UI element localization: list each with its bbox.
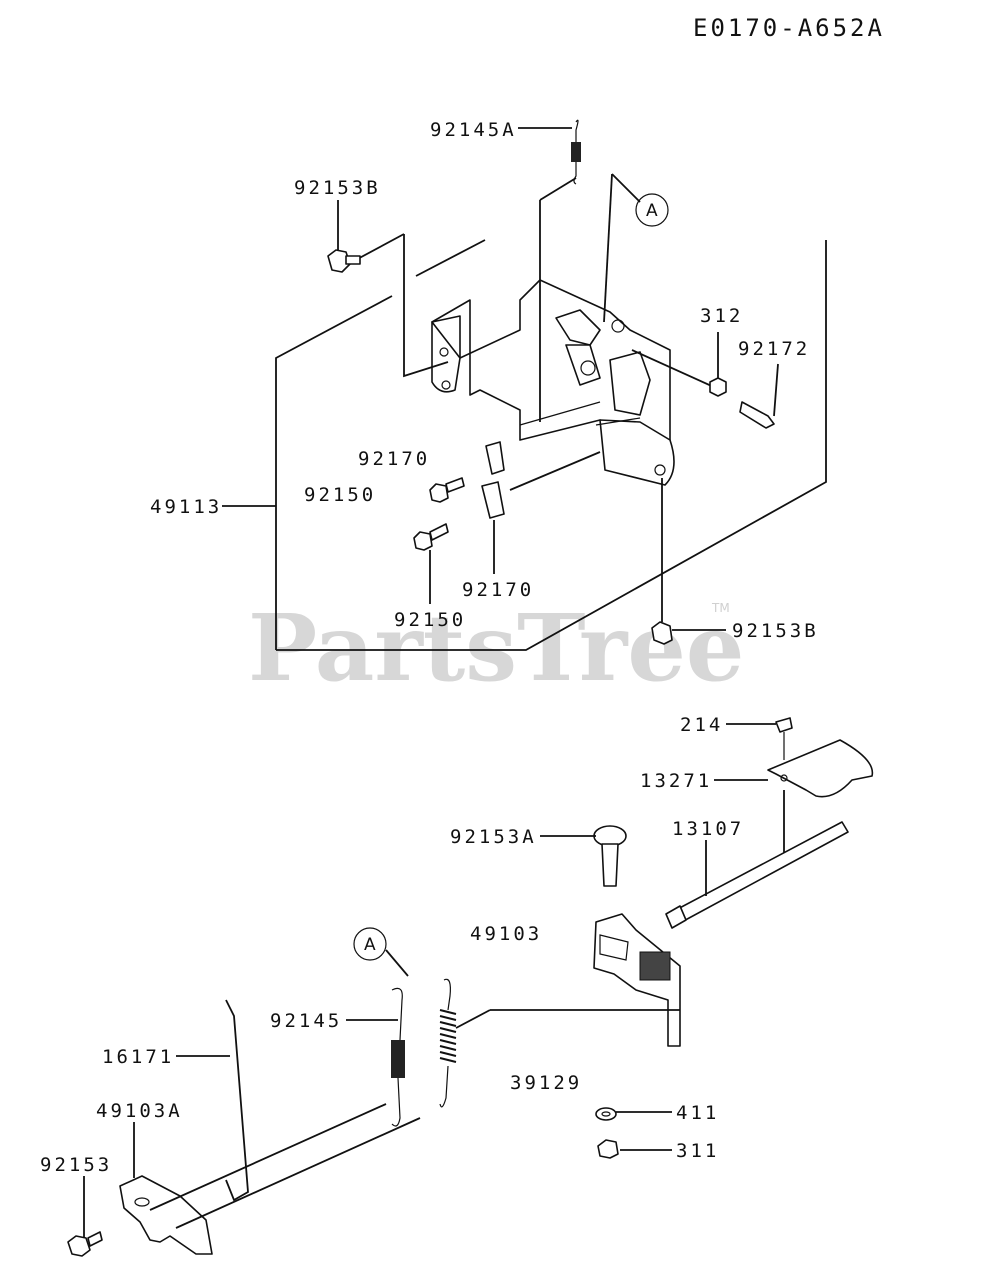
clip-92170-b[interactable] — [481, 481, 505, 519]
label-49113[interactable]: 49113 — [150, 496, 222, 518]
watermark-tm: TM — [711, 601, 730, 615]
bolt-92153B-top[interactable] — [327, 249, 361, 273]
svg-text:A: A — [646, 201, 658, 221]
bolt-92172[interactable] — [739, 401, 775, 429]
bracket-49103A — [119, 1175, 213, 1255]
nut-312[interactable] — [709, 377, 727, 397]
callout-a-bottom — [353, 927, 387, 961]
rod-16171 — [225, 999, 249, 1202]
clip-92170-a[interactable] — [485, 441, 505, 475]
label-92170-b[interactable]: 92170 — [462, 579, 534, 601]
bolt-92153[interactable] — [67, 1231, 103, 1257]
spring-39129[interactable] — [439, 978, 457, 1108]
label-92153B-bottom[interactable]: 92153B — [732, 620, 819, 642]
callout-a-top — [635, 193, 669, 227]
label-39129[interactable]: 39129 — [510, 1072, 582, 1094]
bracket-49103 — [593, 913, 681, 1047]
watermark: PartsTree — [248, 594, 744, 702]
bolt-92150-b[interactable] — [413, 523, 449, 551]
screw-214[interactable] — [775, 717, 793, 760]
bolt-92153A[interactable] — [593, 825, 627, 887]
label-411[interactable]: 411 — [676, 1102, 719, 1124]
label-49103A[interactable]: 49103A — [96, 1100, 183, 1122]
label-49103[interactable]: 49103 — [470, 923, 542, 945]
label-311[interactable]: 311 — [676, 1140, 719, 1162]
label-214[interactable]: 214 — [680, 714, 723, 736]
label-13271[interactable]: 13271 — [640, 770, 712, 792]
washer-411[interactable] — [595, 1107, 617, 1121]
throttle-assembly: A — [67, 717, 874, 1257]
label-92150-a[interactable]: 92150 — [304, 484, 376, 506]
bolt-92150-a[interactable] — [429, 477, 465, 503]
label-92150-b[interactable]: 92150 — [394, 609, 466, 631]
label-92170-a[interactable]: 92170 — [358, 448, 430, 470]
plate-13271 — [767, 739, 874, 798]
label-92145A[interactable]: 92145A — [430, 119, 517, 141]
label-312[interactable]: 312 — [700, 305, 743, 327]
label-92145[interactable]: 92145 — [270, 1010, 342, 1032]
label-16171[interactable]: 16171 — [102, 1046, 174, 1068]
label-92153B-top[interactable]: 92153B — [294, 177, 381, 199]
label-92172[interactable]: 92172 — [738, 338, 810, 360]
spring-92145A[interactable] — [571, 119, 581, 185]
diagram-id: E0170-A652A — [693, 14, 885, 42]
control-panel-assembly: A — [275, 119, 827, 651]
label-92153A[interactable]: 92153A — [450, 826, 537, 848]
label-92153[interactable]: 92153 — [40, 1154, 112, 1176]
nut-311[interactable] — [597, 1139, 619, 1159]
spring-92145[interactable] — [391, 987, 405, 1127]
bolt-92153B-bottom[interactable] — [651, 478, 673, 645]
label-13107[interactable]: 13107 — [672, 818, 744, 840]
svg-text:A: A — [364, 935, 376, 955]
